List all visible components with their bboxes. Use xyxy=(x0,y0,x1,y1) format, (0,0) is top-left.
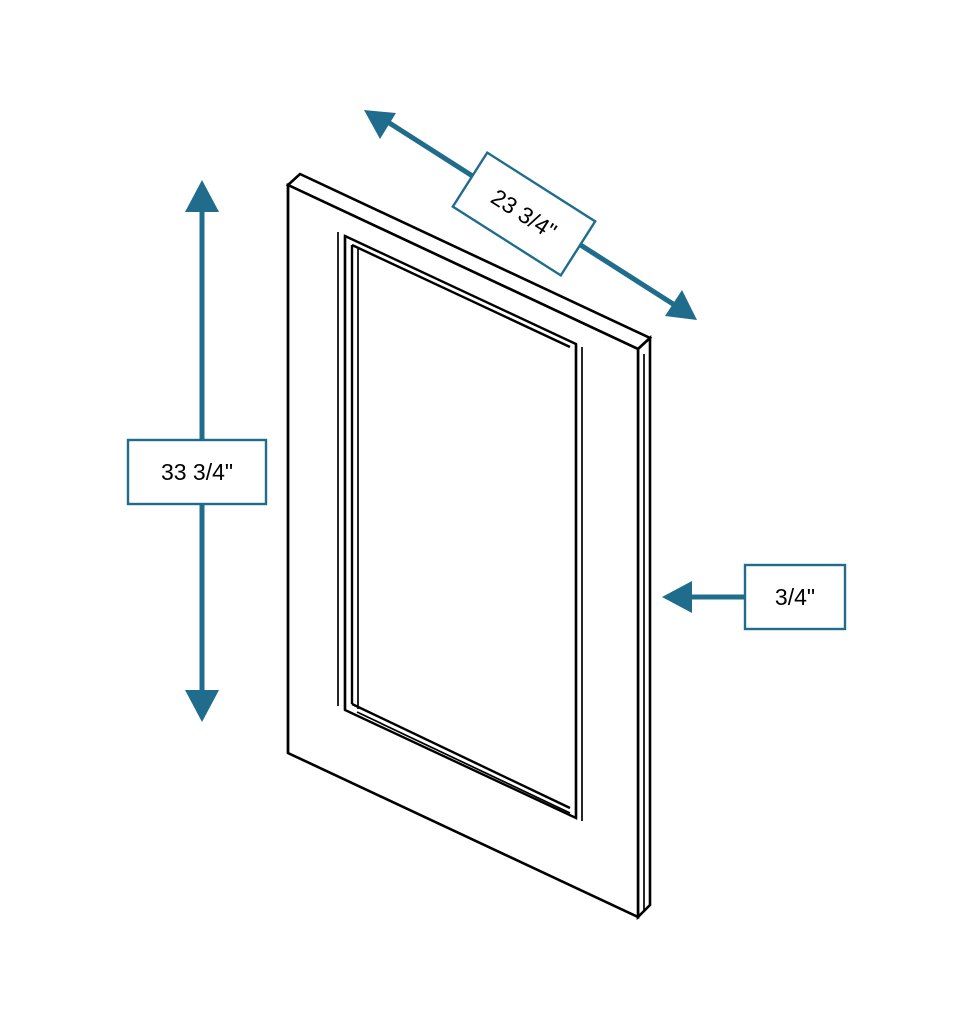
panel-bevel-top xyxy=(351,243,571,349)
panel-bevel-bottom xyxy=(351,702,571,810)
width-arrowhead-lower-right xyxy=(665,290,697,320)
width-callout-box xyxy=(451,150,597,278)
height-callout-label: 33 3/4" xyxy=(161,459,233,485)
thickness-callout-label: 3/4" xyxy=(775,584,815,610)
cabinet-door-body xyxy=(285,172,653,921)
width-arrowhead-upper-left xyxy=(364,110,396,139)
width-dimension-group: 23 3/4" xyxy=(364,110,697,320)
panel-bevel-bottom-inner xyxy=(356,711,571,814)
height-callout-box xyxy=(126,438,268,506)
height-dimension-group: 33 3/4" xyxy=(126,180,268,722)
thickness-arrowhead-left xyxy=(662,581,692,613)
thickness-dimension-group: 3/4" xyxy=(662,563,847,631)
height-arrowhead-top xyxy=(185,180,219,212)
thickness-callout-box xyxy=(743,563,847,631)
height-arrowhead-bottom xyxy=(185,690,219,722)
